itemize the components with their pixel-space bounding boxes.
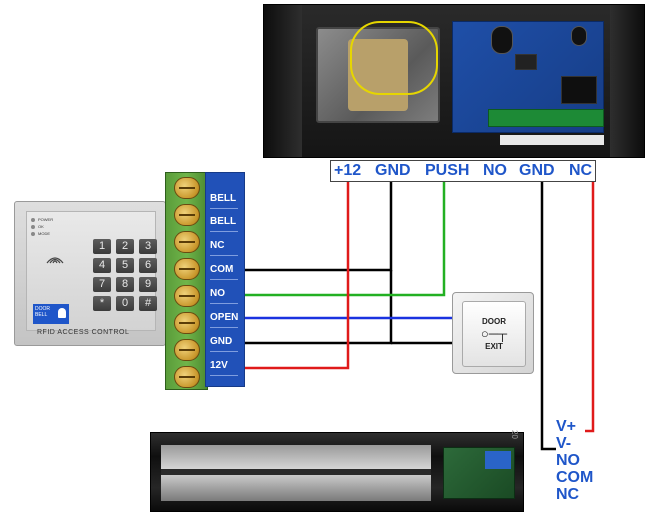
key-7[interactable]: 7	[93, 277, 111, 292]
maglock-terminal	[485, 451, 511, 469]
terminal-label-com: COM	[210, 260, 238, 280]
exit-button-face[interactable]: DOOR ○─┬ EXIT	[462, 301, 526, 367]
terminal-label-gnd: GND	[210, 332, 238, 352]
key-9[interactable]: 9	[139, 277, 157, 292]
rfid-keypad: POWER OK MODE 1 2 3 4 5 6 7 8 9 * 0 # DO…	[14, 201, 166, 346]
key-1[interactable]: 1	[93, 239, 111, 254]
transformer-wire	[350, 21, 438, 95]
indicator-power: POWER	[31, 217, 53, 222]
psu-label-no: NO	[483, 162, 507, 179]
maglock-groove	[161, 469, 431, 475]
terminal-label-bell-2: BELL	[210, 212, 238, 232]
psu-label-nc: NC	[569, 162, 593, 179]
lock-label-no: NO	[556, 452, 580, 469]
wire-nc-to-vplus	[585, 182, 595, 433]
psu-label-strip	[500, 135, 604, 145]
psu-wall-right	[610, 5, 644, 157]
psu-wall-left	[264, 5, 302, 157]
psu-label-push: PUSH	[425, 162, 470, 179]
key-hash[interactable]: #	[139, 296, 157, 311]
terminal-label-bell-1: BELL	[210, 189, 238, 209]
door-bell-label: DOOR BELL	[35, 306, 50, 318]
psu-terminal-label-bar: +12 GND PUSH NO GND NC	[330, 160, 596, 182]
maglock-side-mark: 20	[510, 430, 519, 439]
exit-door-label: DOOR	[482, 317, 506, 326]
terminal-screw	[174, 285, 200, 307]
indicator-ok: OK	[31, 224, 44, 229]
terminal-label-open: OPEN	[210, 308, 238, 328]
terminal-screw	[174, 204, 200, 226]
key-6[interactable]: 6	[139, 258, 157, 273]
key-2[interactable]: 2	[116, 239, 134, 254]
wire-com-to-gnd	[245, 182, 393, 272]
wire-no-to-push	[245, 182, 446, 297]
keypad-keys: 1 2 3 4 5 6 7 8 9 * 0 #	[93, 239, 157, 311]
lock-label-vminus: V-	[556, 435, 572, 452]
terminal-label-12v: 12V	[210, 356, 238, 376]
key-icon: ○─┬	[480, 326, 508, 341]
terminal-screw	[174, 231, 200, 253]
key-3[interactable]: 3	[139, 239, 157, 254]
psu-label-plus12: +12	[334, 162, 362, 179]
key-star[interactable]: *	[93, 296, 111, 311]
terminal-label-panel: BELL BELL NC COM NO OPEN GND 12V	[205, 172, 245, 387]
wire-gnd-to-vminus	[540, 182, 556, 451]
terminal-screw	[174, 312, 200, 334]
power-supply-unit	[263, 4, 645, 158]
magnetic-lock	[150, 432, 524, 512]
key-5[interactable]: 5	[116, 258, 134, 273]
terminal-screw	[174, 258, 200, 280]
psu-label-gnd: GND	[375, 162, 411, 179]
indicator-mode: MODE	[31, 231, 50, 236]
terminal-label-no: NO	[210, 284, 238, 304]
exit-label: EXIT	[485, 342, 503, 351]
maglock-terminal-labels: V+ V- NO COM NC	[556, 418, 593, 503]
exit-button[interactable]: DOOR ○─┬ EXIT	[452, 292, 534, 374]
keypad-brand: RFID ACCESS CONTROL	[37, 329, 130, 336]
key-4[interactable]: 4	[93, 258, 111, 273]
psu-label-gnd-2: GND	[519, 162, 555, 179]
psu-terminal-row	[488, 109, 604, 127]
key-0[interactable]: 0	[116, 296, 134, 311]
terminal-screw	[174, 177, 200, 199]
wire-12v-to-plus12	[245, 182, 350, 370]
door-bell-button[interactable]: DOOR BELL	[33, 304, 69, 324]
bell-icon	[58, 308, 66, 318]
lock-label-vplus: V+	[556, 418, 577, 435]
lock-label-com: COM	[556, 469, 594, 486]
terminal-label-nc: NC	[210, 236, 238, 256]
terminal-screw	[174, 366, 200, 388]
terminal-screw	[174, 339, 200, 361]
lock-label-nc: NC	[556, 486, 580, 503]
terminal-block	[165, 172, 208, 390]
rfid-wave-icon	[46, 257, 64, 264]
wire-gnd-to-gnd	[245, 270, 393, 345]
key-8[interactable]: 8	[116, 277, 134, 292]
